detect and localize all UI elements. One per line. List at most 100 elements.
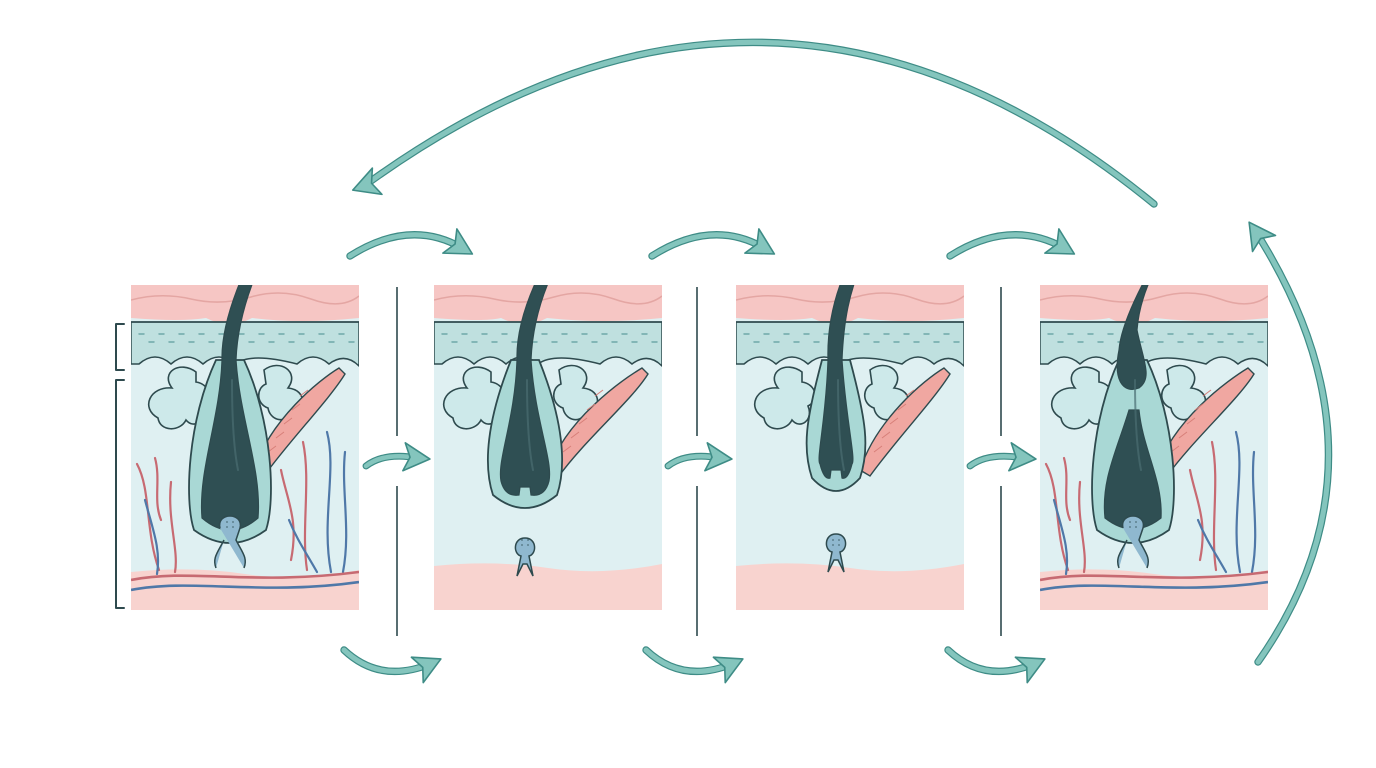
papilla-dot (232, 526, 234, 528)
papilla-dot (521, 544, 523, 546)
muscle-fiber (299, 389, 309, 397)
muscle-fiber (562, 445, 572, 453)
epidermis-texture (434, 292, 662, 305)
papilla-dot (226, 521, 228, 523)
arrow-body (347, 232, 465, 259)
curved-right-arrow-icon (340, 646, 442, 684)
layer-bracket-icon (115, 323, 125, 609)
muscle-fiber (889, 417, 899, 425)
panels-group (131, 285, 1268, 610)
arrow-body (1253, 229, 1331, 665)
papilla-dot (521, 539, 523, 541)
skin-panel-layers (1040, 285, 1268, 610)
muscle-fiber (283, 417, 293, 425)
artery (1078, 480, 1086, 574)
basal-layer (434, 321, 662, 368)
muscle-fiber (881, 431, 891, 439)
vein (1234, 430, 1242, 574)
skin-panel (736, 285, 964, 610)
papilla-dot (1135, 526, 1137, 528)
curved-right-arrow-icon (664, 442, 733, 472)
epidermis-texture (1040, 292, 1268, 305)
vein (287, 518, 319, 574)
muscle-fiber (275, 431, 285, 439)
hair-highlight (837, 379, 845, 471)
papilla-dot (832, 539, 834, 541)
curved-right-arrow-icon (944, 646, 1046, 684)
arrows-group (340, 38, 1333, 684)
basal-layer (131, 321, 359, 368)
artery (301, 440, 309, 572)
papilla-dot (527, 539, 529, 541)
curved-right-arrow-icon (966, 442, 1037, 472)
epidermis-layer (736, 285, 964, 324)
epidermis-texture (131, 292, 359, 305)
artery (153, 456, 163, 522)
muscle-fiber (1186, 417, 1196, 425)
papilla-dot (226, 526, 228, 528)
muscle-fiber (1178, 431, 1188, 439)
skin-panel-layers (434, 285, 662, 610)
skin-panel (434, 285, 662, 610)
muscle-fiber (1194, 403, 1204, 411)
arrow-body (649, 232, 767, 259)
base-vein (131, 580, 359, 592)
muscle-fiber (586, 403, 596, 411)
subcutaneous-layer (736, 563, 964, 610)
dermal-papilla (1116, 515, 1150, 569)
muscle-fiber (578, 417, 588, 425)
epidermis-layer (434, 285, 662, 324)
muscle-fiber (594, 389, 604, 397)
detached-dermal-papilla (514, 537, 536, 577)
arrow-head (704, 442, 733, 472)
base-vein (1040, 580, 1268, 592)
skin-panel (131, 285, 359, 610)
detached-dermal-papilla (825, 533, 847, 573)
arrow-head (351, 167, 383, 196)
artery (279, 468, 295, 562)
arrow-body (947, 232, 1067, 259)
arrow-head (1044, 228, 1076, 255)
papilla-dot (527, 544, 529, 546)
muscle-fiber (897, 403, 907, 411)
curved-right-arrow-icon (648, 228, 776, 260)
arrow-body (643, 647, 735, 674)
muscle-fiber (291, 403, 301, 411)
curved-right-arrow-icon (362, 442, 431, 472)
vein (325, 430, 333, 574)
dermal-papilla (213, 515, 247, 569)
artery (1210, 440, 1218, 572)
long-curved-arrow-icon (1248, 221, 1333, 666)
panel-dividers (396, 287, 1002, 636)
epidermis-texture (736, 292, 964, 305)
arrow-head (402, 442, 431, 472)
artery (1188, 468, 1204, 562)
muscle-fiber (570, 431, 580, 439)
arrow-head (442, 228, 474, 255)
arrow-body (341, 647, 433, 674)
artery (1062, 456, 1072, 522)
arrow-body (361, 39, 1157, 207)
papilla-dot (838, 539, 840, 541)
hair-highlight (1134, 379, 1142, 471)
base-artery (131, 570, 359, 582)
muscle-fiber (1202, 389, 1212, 397)
arrow-head (1014, 656, 1046, 684)
skin-panel (1040, 285, 1268, 610)
arrow-head (410, 656, 442, 684)
arrow-body (945, 647, 1037, 674)
papilla-dot (1135, 521, 1137, 523)
vein (1250, 450, 1257, 574)
papilla-dot (1129, 526, 1131, 528)
hair-highlight (526, 379, 534, 471)
arrow-head (1248, 221, 1277, 253)
subcutaneous-layer (1040, 569, 1268, 610)
papilla-dot (832, 544, 834, 546)
club-hair-shaft (1116, 285, 1149, 390)
arrector-pili-muscle (859, 367, 951, 477)
subcutaneous-layer (434, 563, 662, 610)
arrow-head (712, 656, 744, 684)
arrow-head (1008, 442, 1037, 472)
basal-layer (1040, 321, 1268, 368)
papilla-dot (838, 544, 840, 546)
